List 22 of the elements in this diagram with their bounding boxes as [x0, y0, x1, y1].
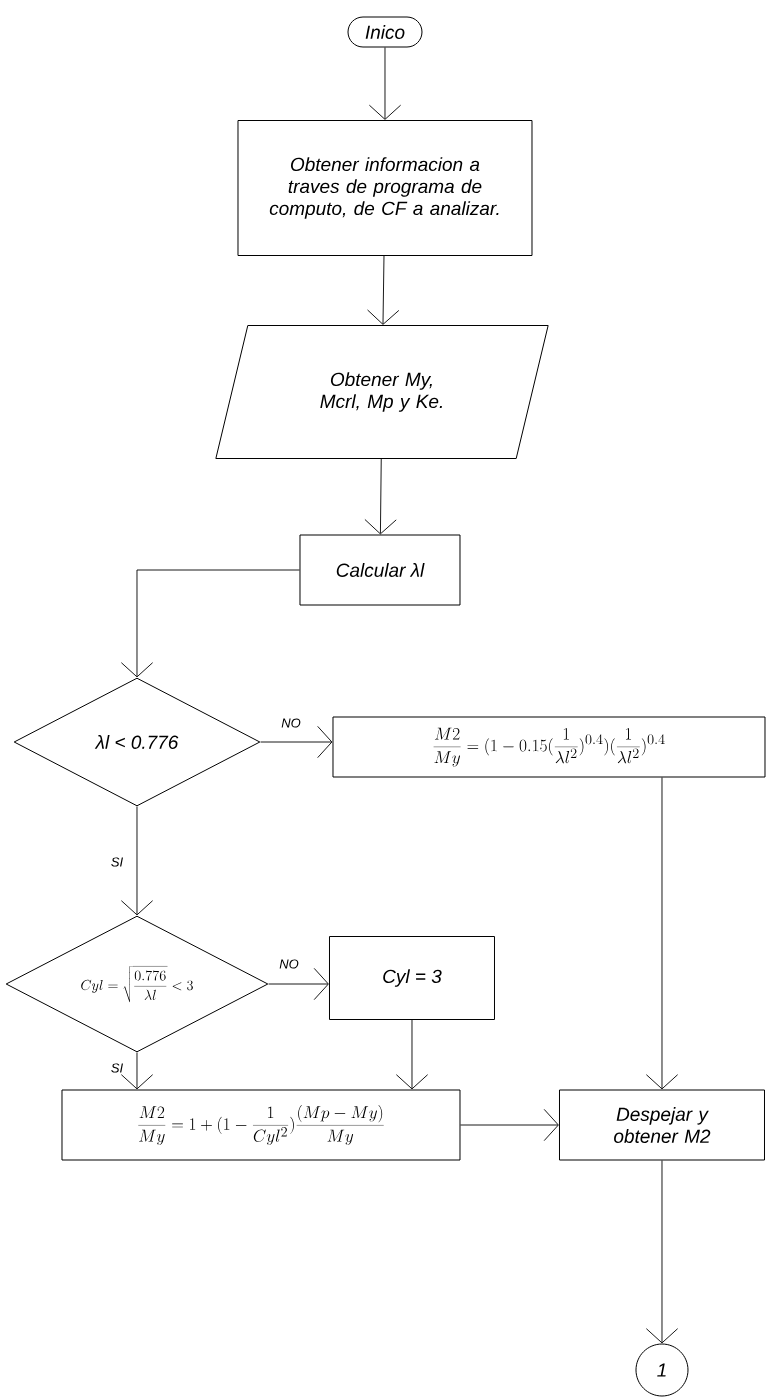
arrow — [120, 806, 154, 916]
arrow — [645, 1160, 679, 1344]
arrow — [367, 255, 400, 325]
edge-label: SI — [109, 856, 125, 868]
arrow — [364, 458, 397, 535]
arrow — [368, 47, 402, 120]
formula-box: $\frac{M2}{My} = (1-0.15(\frac{1}{\lambda l^{2}})^{0.4})(\frac{1}{\lambda l^{2}})^{0.4}$ — [332, 716, 766, 778]
arrow — [395, 1019, 429, 1090]
edge-label: SI — [109, 1062, 125, 1074]
arrow — [460, 1108, 559, 1142]
edge-label: NO — [280, 717, 302, 729]
edge-label: NO — [278, 958, 300, 970]
process-box: Calcular λl — [299, 534, 461, 606]
process-box: Obtener informacion a traves de programa de computo, de CF a analizar. — [237, 120, 533, 256]
arrow — [120, 569, 300, 678]
formula-box: $\frac{M2}{My} = 1+(1-\frac{1}{Cyl^{2}})\frac{(Mp - My)}{My}$ — [61, 1089, 461, 1161]
process-box: Cyl = 3 — [329, 936, 495, 1020]
start-terminal: Inico — [347, 16, 423, 48]
arrow — [645, 777, 679, 1090]
process-box: Despejar y obtener M2 — [559, 1089, 765, 1161]
arrow — [260, 725, 333, 759]
input-parallelogram: Obtener My, Mcrl, Mp y Ke. — [215, 325, 549, 459]
